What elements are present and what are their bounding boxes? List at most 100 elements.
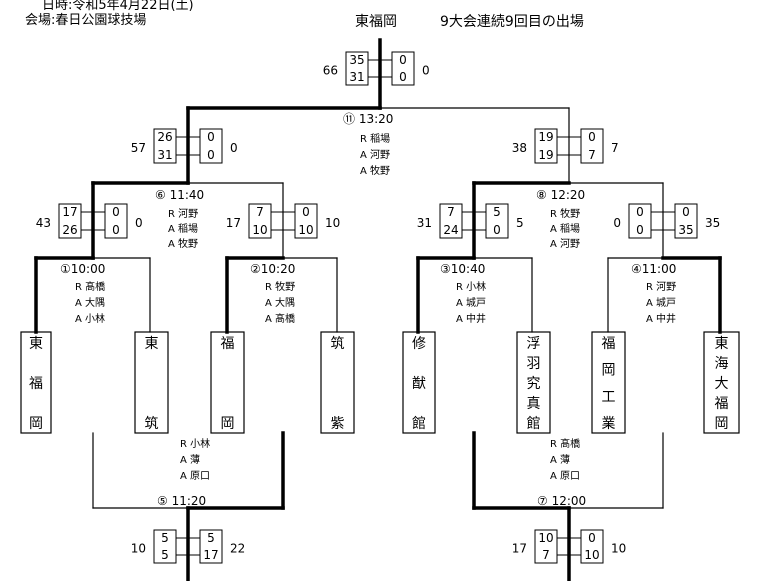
match-time-label: ④11:00 bbox=[631, 262, 676, 276]
half-score: 0 bbox=[493, 223, 501, 237]
official-label: A 薄 bbox=[550, 453, 570, 466]
match-time-label: ⑧ 12:20 bbox=[536, 188, 585, 202]
half-score: 0 bbox=[399, 53, 407, 67]
appearance-note: 9大会連続9回目の出場 bbox=[440, 14, 584, 30]
official-label: A 稲場 bbox=[168, 222, 198, 235]
official-label: A 大隅 bbox=[75, 296, 105, 309]
team-name-char: 猷 bbox=[412, 376, 426, 392]
half-score: 5 bbox=[161, 548, 169, 562]
half-score: 19 bbox=[538, 148, 553, 162]
half-score: 7 bbox=[542, 548, 550, 562]
team-name-char: 岡 bbox=[221, 416, 235, 432]
team-name-char: 岡 bbox=[715, 416, 729, 432]
team-name-char: 東 bbox=[29, 336, 43, 352]
half-score: 5 bbox=[161, 531, 169, 545]
official-label: A 城戸 bbox=[456, 297, 486, 309]
half-score: 26 bbox=[157, 130, 172, 144]
date-label: 日時:令和5年4月22日(土) bbox=[42, 0, 194, 13]
score-box bbox=[153, 128, 177, 164]
half-score: 0 bbox=[588, 531, 596, 545]
half-score: 35 bbox=[349, 53, 364, 67]
total-score: 35 bbox=[705, 216, 720, 230]
score-box bbox=[485, 203, 509, 239]
score-box bbox=[104, 203, 128, 239]
half-score: 26 bbox=[62, 223, 77, 237]
total-score: 10 bbox=[325, 216, 340, 230]
official-label: R 小林 bbox=[456, 280, 486, 293]
total-score: 22 bbox=[230, 542, 245, 556]
team-box bbox=[516, 331, 551, 434]
official-label: A 原口 bbox=[550, 470, 580, 482]
team-name-char: 真 bbox=[527, 396, 541, 412]
total-score: 0 bbox=[613, 216, 621, 230]
half-score: 31 bbox=[157, 148, 172, 162]
official-label: A 牧野 bbox=[360, 164, 390, 177]
official-label: R 小林 bbox=[180, 437, 210, 450]
half-score: 5 bbox=[207, 531, 215, 545]
total-score: 0 bbox=[230, 141, 238, 155]
score-box bbox=[391, 51, 415, 86]
half-score: 10 bbox=[298, 223, 313, 237]
official-label: A 河野 bbox=[550, 238, 580, 250]
total-score: 0 bbox=[422, 64, 430, 78]
official-label: A 薄 bbox=[180, 453, 200, 466]
score-box bbox=[345, 51, 369, 86]
team-name-char: 東 bbox=[145, 336, 159, 352]
half-score: 5 bbox=[493, 205, 501, 219]
score-box bbox=[294, 203, 318, 239]
total-score: 17 bbox=[512, 542, 527, 556]
half-score: 31 bbox=[349, 70, 364, 84]
official-label: R 稲場 bbox=[360, 132, 390, 145]
half-score: 17 bbox=[203, 548, 218, 562]
score-box bbox=[199, 128, 223, 164]
official-label: A 原口 bbox=[180, 470, 210, 482]
total-score: 10 bbox=[131, 542, 146, 556]
team-name-char: 東 bbox=[715, 336, 729, 352]
half-score: 24 bbox=[443, 223, 458, 237]
total-score: 38 bbox=[512, 141, 527, 155]
official-label: A 牧野 bbox=[168, 237, 198, 250]
score-box bbox=[153, 529, 177, 564]
half-score: 10 bbox=[538, 531, 553, 545]
half-score: 10 bbox=[252, 223, 267, 237]
match-time-label: ①10:00 bbox=[60, 262, 105, 276]
team-name-char: 筑 bbox=[145, 416, 159, 432]
score-box bbox=[534, 128, 558, 164]
total-score: 31 bbox=[417, 216, 432, 230]
match-time-label: ⑤ 11:20 bbox=[157, 494, 206, 508]
score-box bbox=[580, 529, 604, 564]
score-box bbox=[534, 529, 558, 564]
match-time-label: ⑪ 13:20 bbox=[343, 112, 393, 126]
team-name-char: 福 bbox=[602, 336, 616, 352]
team-box bbox=[134, 331, 169, 434]
total-score: 66 bbox=[323, 64, 338, 78]
team-name-char: 岡 bbox=[602, 363, 616, 379]
team-name-char: 浮 bbox=[527, 336, 541, 352]
official-label: R 髙橋 bbox=[550, 437, 580, 450]
half-score: 19 bbox=[538, 130, 553, 144]
total-score: 5 bbox=[516, 216, 524, 230]
score-box bbox=[199, 529, 223, 564]
team-name-char: 業 bbox=[602, 416, 616, 432]
total-score: 10 bbox=[611, 542, 626, 556]
official-label: A 中井 bbox=[646, 312, 676, 325]
score-box bbox=[248, 203, 272, 239]
official-label: R 髙橋 bbox=[75, 280, 105, 293]
total-score: 7 bbox=[611, 141, 619, 155]
half-score: 0 bbox=[302, 205, 310, 219]
half-score: 7 bbox=[447, 205, 455, 219]
team-name-char: 海 bbox=[715, 356, 729, 372]
venue-label: 会場:春日公園球技場 bbox=[25, 13, 147, 28]
half-score: 0 bbox=[207, 130, 215, 144]
official-label: R 河野 bbox=[168, 208, 198, 220]
match-time-label: ③10:40 bbox=[440, 262, 485, 276]
score-box bbox=[439, 203, 463, 239]
half-score: 10 bbox=[584, 548, 599, 562]
half-score: 35 bbox=[678, 223, 693, 237]
team-name-char: 羽 bbox=[527, 356, 541, 372]
team-name-char: 究 bbox=[527, 376, 541, 392]
half-score: 0 bbox=[399, 70, 407, 84]
score-box bbox=[674, 203, 698, 239]
team-name-char: 大 bbox=[715, 376, 729, 392]
score-box bbox=[628, 203, 652, 239]
